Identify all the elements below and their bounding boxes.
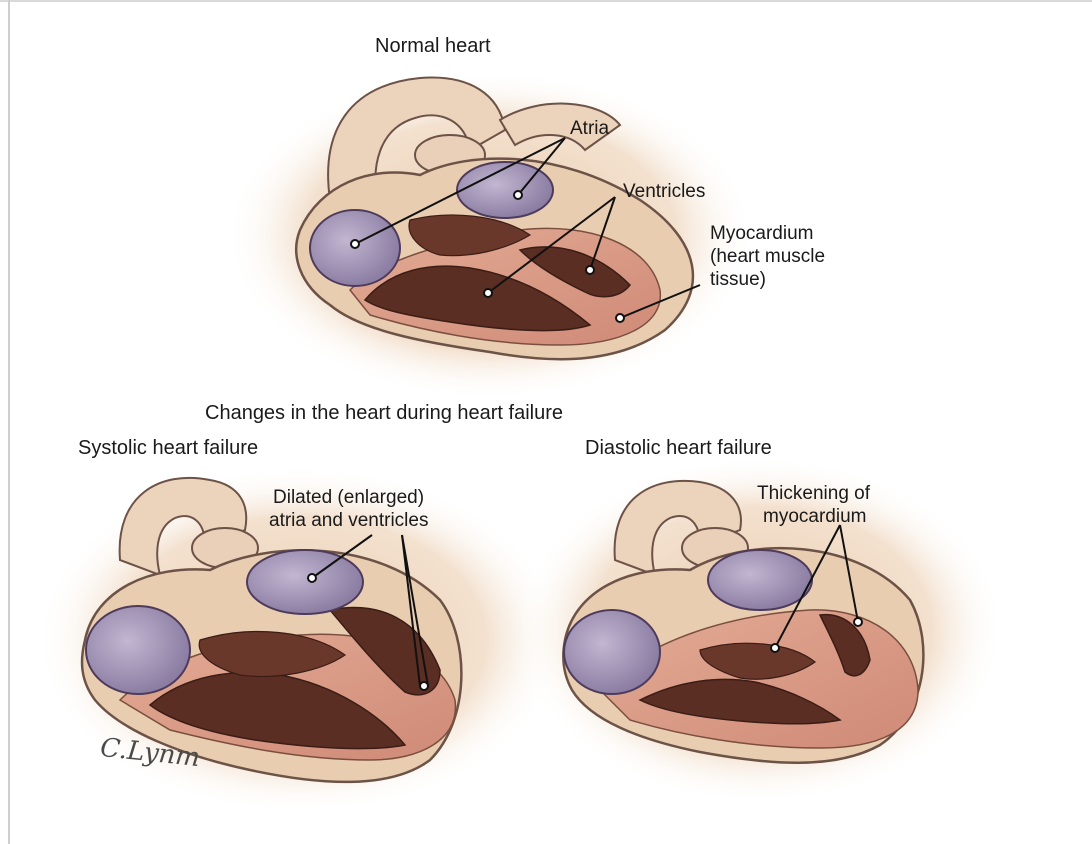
- systolic-title: Systolic heart failure: [78, 437, 258, 460]
- diastolic-heart-illustration: [515, 455, 1005, 805]
- myocardium-label-line1: Myocardium: [710, 222, 813, 245]
- normal-heart-illustration: [225, 70, 755, 400]
- myocardium-label-line3: tissue): [710, 268, 766, 291]
- thickening-label-line1: Thickening of: [757, 482, 870, 505]
- myocardium-label-line2: (heart muscle: [710, 245, 825, 268]
- changes-subtitle: Changes in the heart during heart failur…: [205, 402, 563, 425]
- ventricles-label: Ventricles: [623, 180, 705, 203]
- dilated-label-line2: atria and ventricles: [269, 509, 428, 532]
- normal-heart-title: Normal heart: [375, 35, 491, 58]
- atria-label: Atria: [570, 117, 609, 140]
- thickening-label-line2: myocardium: [763, 505, 866, 528]
- dilated-label-line1: Dilated (enlarged): [273, 486, 424, 509]
- diastolic-title: Diastolic heart failure: [585, 437, 772, 460]
